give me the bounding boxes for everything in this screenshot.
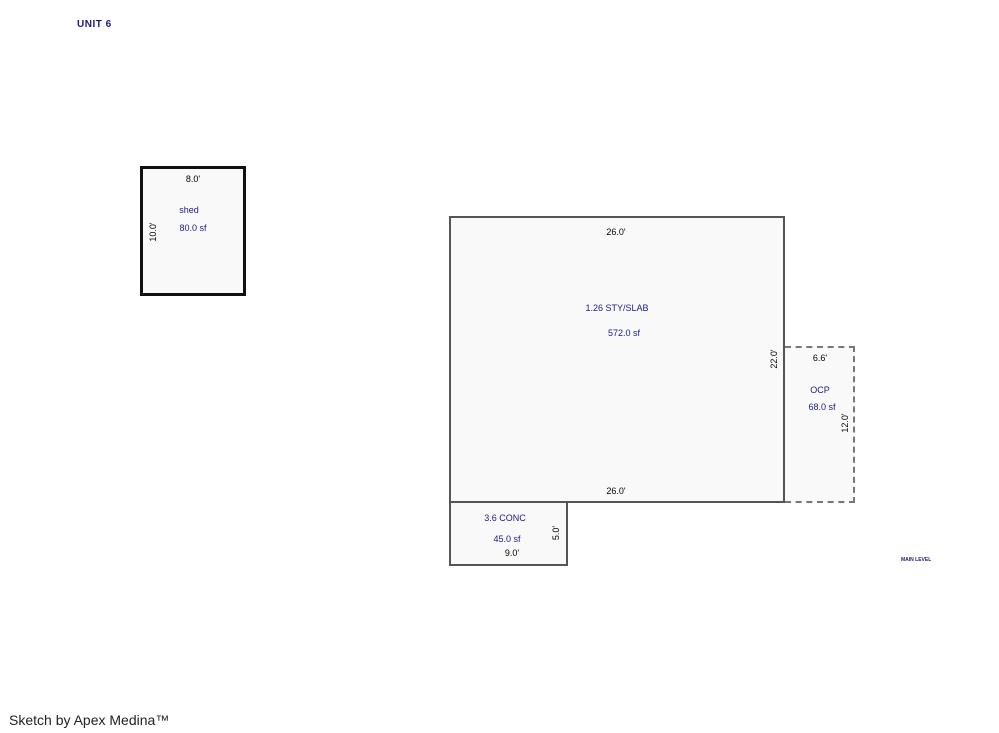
ocp-name-label: OCP (810, 385, 830, 395)
ocp-area (785, 346, 855, 503)
main-side-dimension: 22.0' (769, 349, 779, 369)
level-note: MAIN LEVEL (901, 557, 932, 563)
shed-name-label: shed (179, 205, 199, 215)
sketch-credit: Sketch by Apex Medina™ (9, 712, 170, 728)
conc-width-dimension: 9.0' (504, 548, 520, 558)
ocp-depth-dimension: 12.0' (840, 413, 850, 433)
conc-area (449, 501, 568, 566)
shed-depth-dimension: 10.0' (148, 222, 158, 242)
ocp-area-label: 68.0 sf (808, 402, 836, 412)
main-top-dimension: 26.0' (606, 227, 626, 237)
main-living-area (449, 216, 785, 503)
conc-depth-dimension: 5.0' (551, 525, 561, 541)
shed-area-label: 80.0 sf (179, 223, 207, 233)
unit-label: UNIT 6 (77, 19, 112, 30)
conc-name-label: 3.6 CONC (484, 513, 526, 523)
shed-width-dimension: 8.0' (185, 174, 201, 184)
main-bottom-dimension: 26.0' (606, 486, 626, 496)
shed-area (140, 166, 246, 296)
main-name-label: 1.26 STY/SLAB (585, 303, 649, 313)
main-area-label: 572.0 sf (607, 328, 641, 338)
conc-area-label: 45.0 sf (493, 534, 521, 544)
ocp-width-dimension: 6.6' (812, 353, 828, 363)
